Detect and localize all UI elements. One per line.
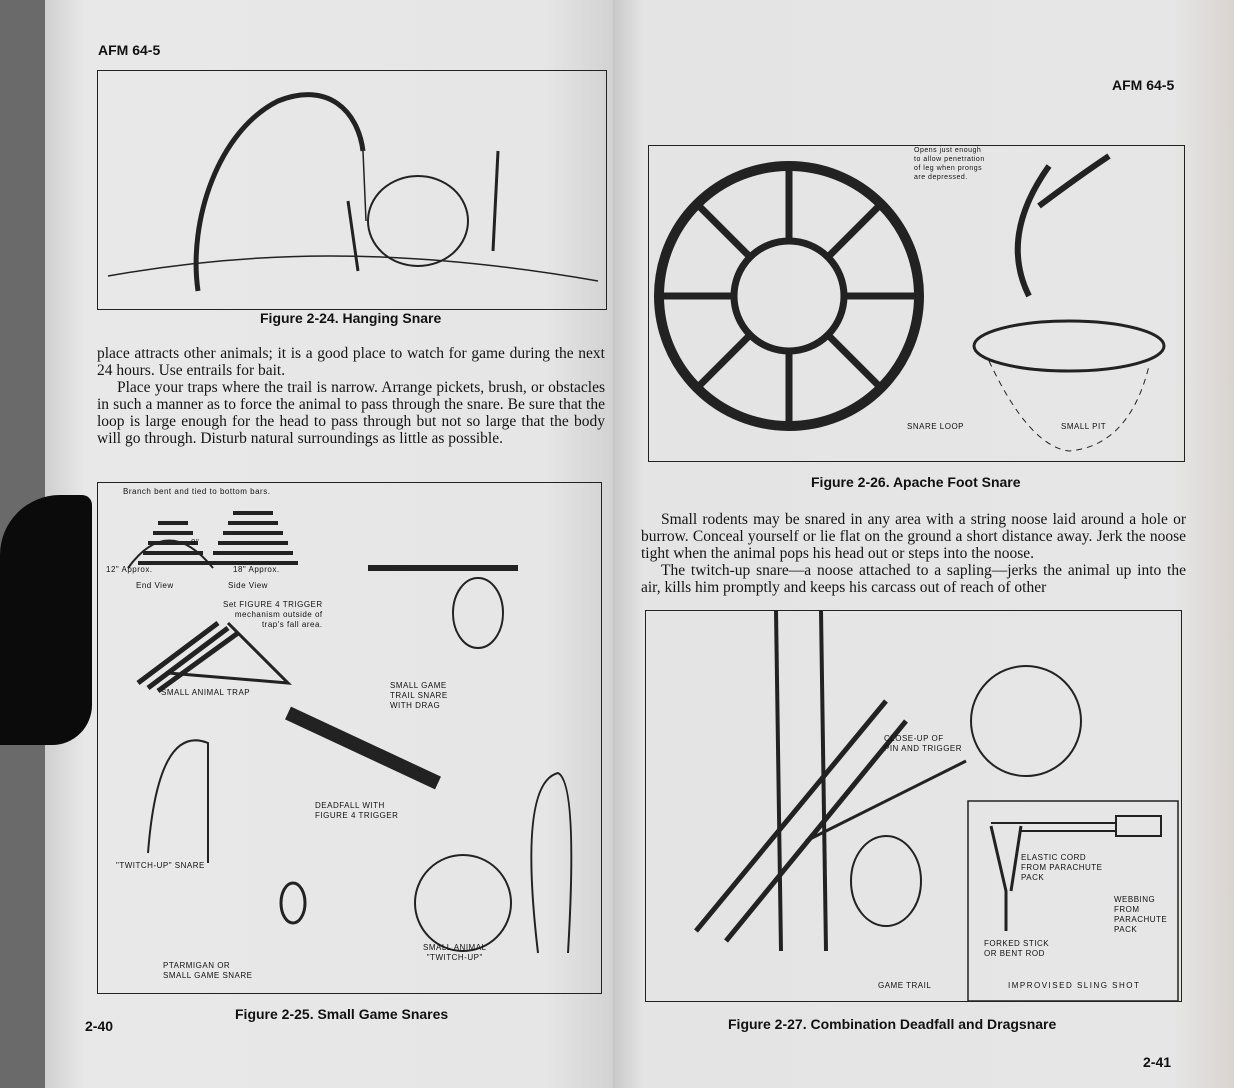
page-number: 2-41 bbox=[1143, 1054, 1172, 1070]
body-text: place attracts other animals; it is a go… bbox=[97, 345, 605, 447]
figure-caption: Figure 2-24. Hanging Snare bbox=[260, 310, 442, 326]
figure-combination-deadfall: CLOSE-UP OF PIN AND TRIGGER GAME TRAIL E… bbox=[645, 610, 1182, 1002]
figure-label: "TWITCH-UP" SNARE bbox=[116, 861, 205, 870]
figure-label: GAME TRAIL bbox=[878, 981, 932, 990]
figure-label: SNARE LOOP bbox=[907, 422, 965, 431]
figure-label: ELASTIC CORD FROM PARACHUTE PACK bbox=[1021, 853, 1103, 882]
paragraph: place attracts other animals; it is a go… bbox=[97, 345, 605, 379]
figure-label: DEADFALL WITH FIGURE 4 TRIGGER bbox=[315, 801, 399, 820]
figure-caption: Figure 2-26. Apache Foot Snare bbox=[811, 474, 1021, 490]
paragraph: The twitch-up snare—a noose attached to … bbox=[641, 562, 1186, 596]
combination-deadfall-drawing bbox=[694, 611, 1179, 1001]
figure-label: SMALL PIT bbox=[1061, 422, 1107, 431]
figure-label: SMALL GAME TRAIL SNARE WITH DRAG bbox=[390, 681, 448, 710]
left-page: AFM 64-5 Figure 2-24. Hanging Snare plac… bbox=[45, 0, 613, 1088]
figure-label: Branch bent and tied to bottom bars. bbox=[123, 487, 271, 496]
figure-label: Set FIGURE 4 TRIGGER mechanism outside o… bbox=[223, 600, 323, 629]
apache-foot-snare-drawing bbox=[654, 153, 1166, 452]
small-game-snares-drawing bbox=[127, 511, 573, 954]
page-header: AFM 64-5 bbox=[1112, 77, 1175, 93]
figure-label: PTARMIGAN OR SMALL GAME SNARE bbox=[163, 961, 253, 980]
figure-label: SMALL ANIMAL "TWITCH-UP" bbox=[423, 943, 487, 962]
figure-label: FORKED STICK OR BENT ROD bbox=[984, 939, 1050, 958]
figure-label: WEBBING FROM PARACHUTE PACK bbox=[1114, 895, 1168, 934]
figure-caption: Figure 2-27. Combination Deadfall and Dr… bbox=[728, 1016, 1057, 1032]
figure-label: SMALL ANIMAL TRAP bbox=[161, 688, 251, 697]
finger-holding-book bbox=[0, 495, 92, 745]
figure-label: 18" Approx. bbox=[233, 565, 280, 574]
figure-label: Opens just enough to allow penetration o… bbox=[914, 147, 985, 181]
figure-apache-foot-snare: Opens just enough to allow penetration o… bbox=[648, 145, 1185, 462]
hanging-snare-drawing bbox=[107, 92, 599, 292]
figure-label: Side View bbox=[228, 581, 268, 590]
figure-label: 8" bbox=[191, 538, 200, 547]
figure-label: IMPROVISED SLING SHOT bbox=[1008, 981, 1141, 990]
figure-small-game-snares: Branch bent and tied to bottom bars. 12"… bbox=[97, 482, 602, 994]
figure-hanging-snare bbox=[97, 70, 607, 310]
page-header: AFM 64-5 bbox=[98, 42, 161, 58]
right-page: AFM 64-5 Opens just enough to allow pene… bbox=[613, 0, 1234, 1088]
paragraph: Small rodents may be snared in any area … bbox=[641, 511, 1186, 562]
figure-label: 12" Approx. bbox=[106, 565, 153, 574]
page-number: 2-40 bbox=[85, 1018, 114, 1034]
paragraph: Place your traps where the trail is narr… bbox=[97, 379, 605, 447]
body-text: Small rodents may be snared in any area … bbox=[641, 511, 1186, 596]
figure-label: End View bbox=[136, 581, 174, 590]
figure-label: CLOSE-UP OF PIN AND TRIGGER bbox=[884, 734, 963, 753]
figure-caption: Figure 2-25. Small Game Snares bbox=[235, 1006, 449, 1022]
